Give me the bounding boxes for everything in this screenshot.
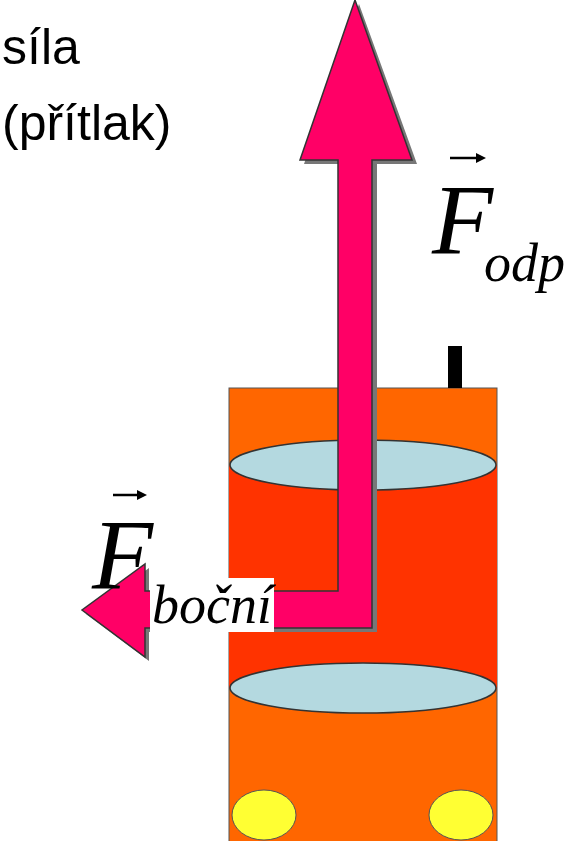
wheel xyxy=(232,790,296,840)
force-subscript: odp xyxy=(484,236,565,290)
caption-text: (přítlak) xyxy=(2,98,171,148)
window-ellipse xyxy=(230,663,496,713)
vector-mark xyxy=(137,490,147,500)
wheel xyxy=(429,790,493,840)
antenna xyxy=(448,346,462,388)
vector-mark xyxy=(476,153,486,163)
force-symbol: F xyxy=(432,170,493,270)
force-symbol: F xyxy=(92,505,153,605)
caption-text: síla xyxy=(2,22,80,72)
vector-mark xyxy=(113,494,141,497)
force-subscript: boční xyxy=(150,578,274,632)
vector-mark xyxy=(450,157,480,160)
